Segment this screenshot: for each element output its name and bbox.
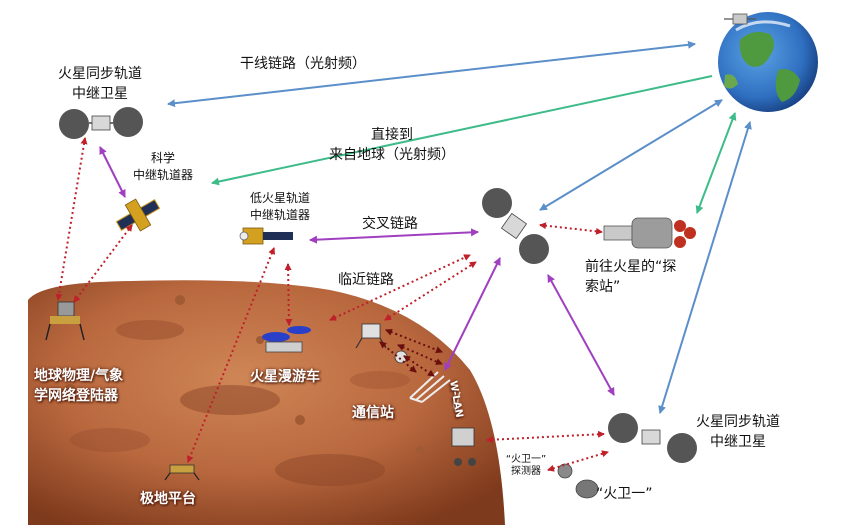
phobos-label: “火卫一” — [596, 484, 653, 504]
proximity-link-label: 临近链路 — [338, 270, 394, 290]
label-line: 直接到 — [322, 125, 462, 145]
label-line: 前往火星的“探 — [585, 257, 676, 277]
explorer-station-label: 前往火星的“探 索站” — [585, 257, 676, 297]
label-line: “火卫一” — [498, 454, 554, 466]
proximity-link-arrow — [548, 452, 608, 470]
label-line: 火星同步轨道 — [42, 64, 158, 84]
label-line: 中继卫星 — [680, 432, 796, 452]
proximity-link-arrow — [288, 264, 289, 325]
spacecraft-icon — [604, 218, 696, 248]
polar-platform-label: 极地平台 — [140, 488, 196, 508]
satellite-icon — [111, 191, 164, 239]
mars-sync-relay-label-bottom: 火星同步轨道 中继卫星 — [680, 412, 796, 452]
label-line: 索站” — [585, 277, 676, 297]
cross-link-arrow — [445, 258, 500, 370]
direct-earth-link-arrow — [697, 113, 735, 213]
satellite-icon — [240, 228, 293, 244]
trunk-link-arrow — [540, 100, 722, 210]
satellite-icon — [59, 107, 143, 139]
label-line: 科学 — [118, 150, 208, 167]
label-line: 中继轨道器 — [118, 167, 208, 184]
cross-link-label: 交叉链路 — [362, 214, 418, 234]
mars-sync-relay-label-top: 火星同步轨道 中继卫星 — [42, 64, 158, 104]
science-relay-label: 科学 中继轨道器 — [118, 150, 208, 184]
moon-icon — [558, 464, 598, 498]
label-line: 中继轨道器 — [238, 207, 322, 224]
label-line: 地球物理/气象 — [34, 366, 123, 386]
proximity-link-arrow — [487, 434, 604, 440]
direct-earth-link-arrow — [212, 76, 712, 183]
trunk-link-label: 干线链路（光射频） — [240, 54, 366, 74]
direct-earth-label: 直接到 来自地球（光射频） — [322, 125, 462, 165]
label-line: 学网络登陆器 — [34, 386, 123, 406]
label-line: 来自地球（光射频） — [322, 145, 462, 165]
label-line: 探测器 — [498, 466, 554, 478]
label-line: 低火星轨道 — [238, 190, 322, 207]
satellite-icon — [482, 188, 549, 264]
proximity-link-arrow — [58, 138, 85, 300]
earth-icon — [718, 12, 818, 112]
geo-lander-label: 地球物理/气象 学网络登陆器 — [34, 366, 123, 406]
proximity-link-arrow — [385, 262, 476, 320]
trunk-link-arrow — [168, 44, 695, 104]
phobos-probe-label: “火卫一” 探测器 — [498, 454, 554, 478]
label-line: 火星同步轨道 — [680, 412, 796, 432]
label-line: 中继卫星 — [42, 84, 158, 104]
proximity-link-arrow — [540, 225, 602, 232]
low-orbit-relay-label: 低火星轨道 中继轨道器 — [238, 190, 322, 224]
comm-station-label: 通信站 — [352, 402, 394, 422]
mars-rover-label: 火星漫游车 — [250, 366, 320, 386]
